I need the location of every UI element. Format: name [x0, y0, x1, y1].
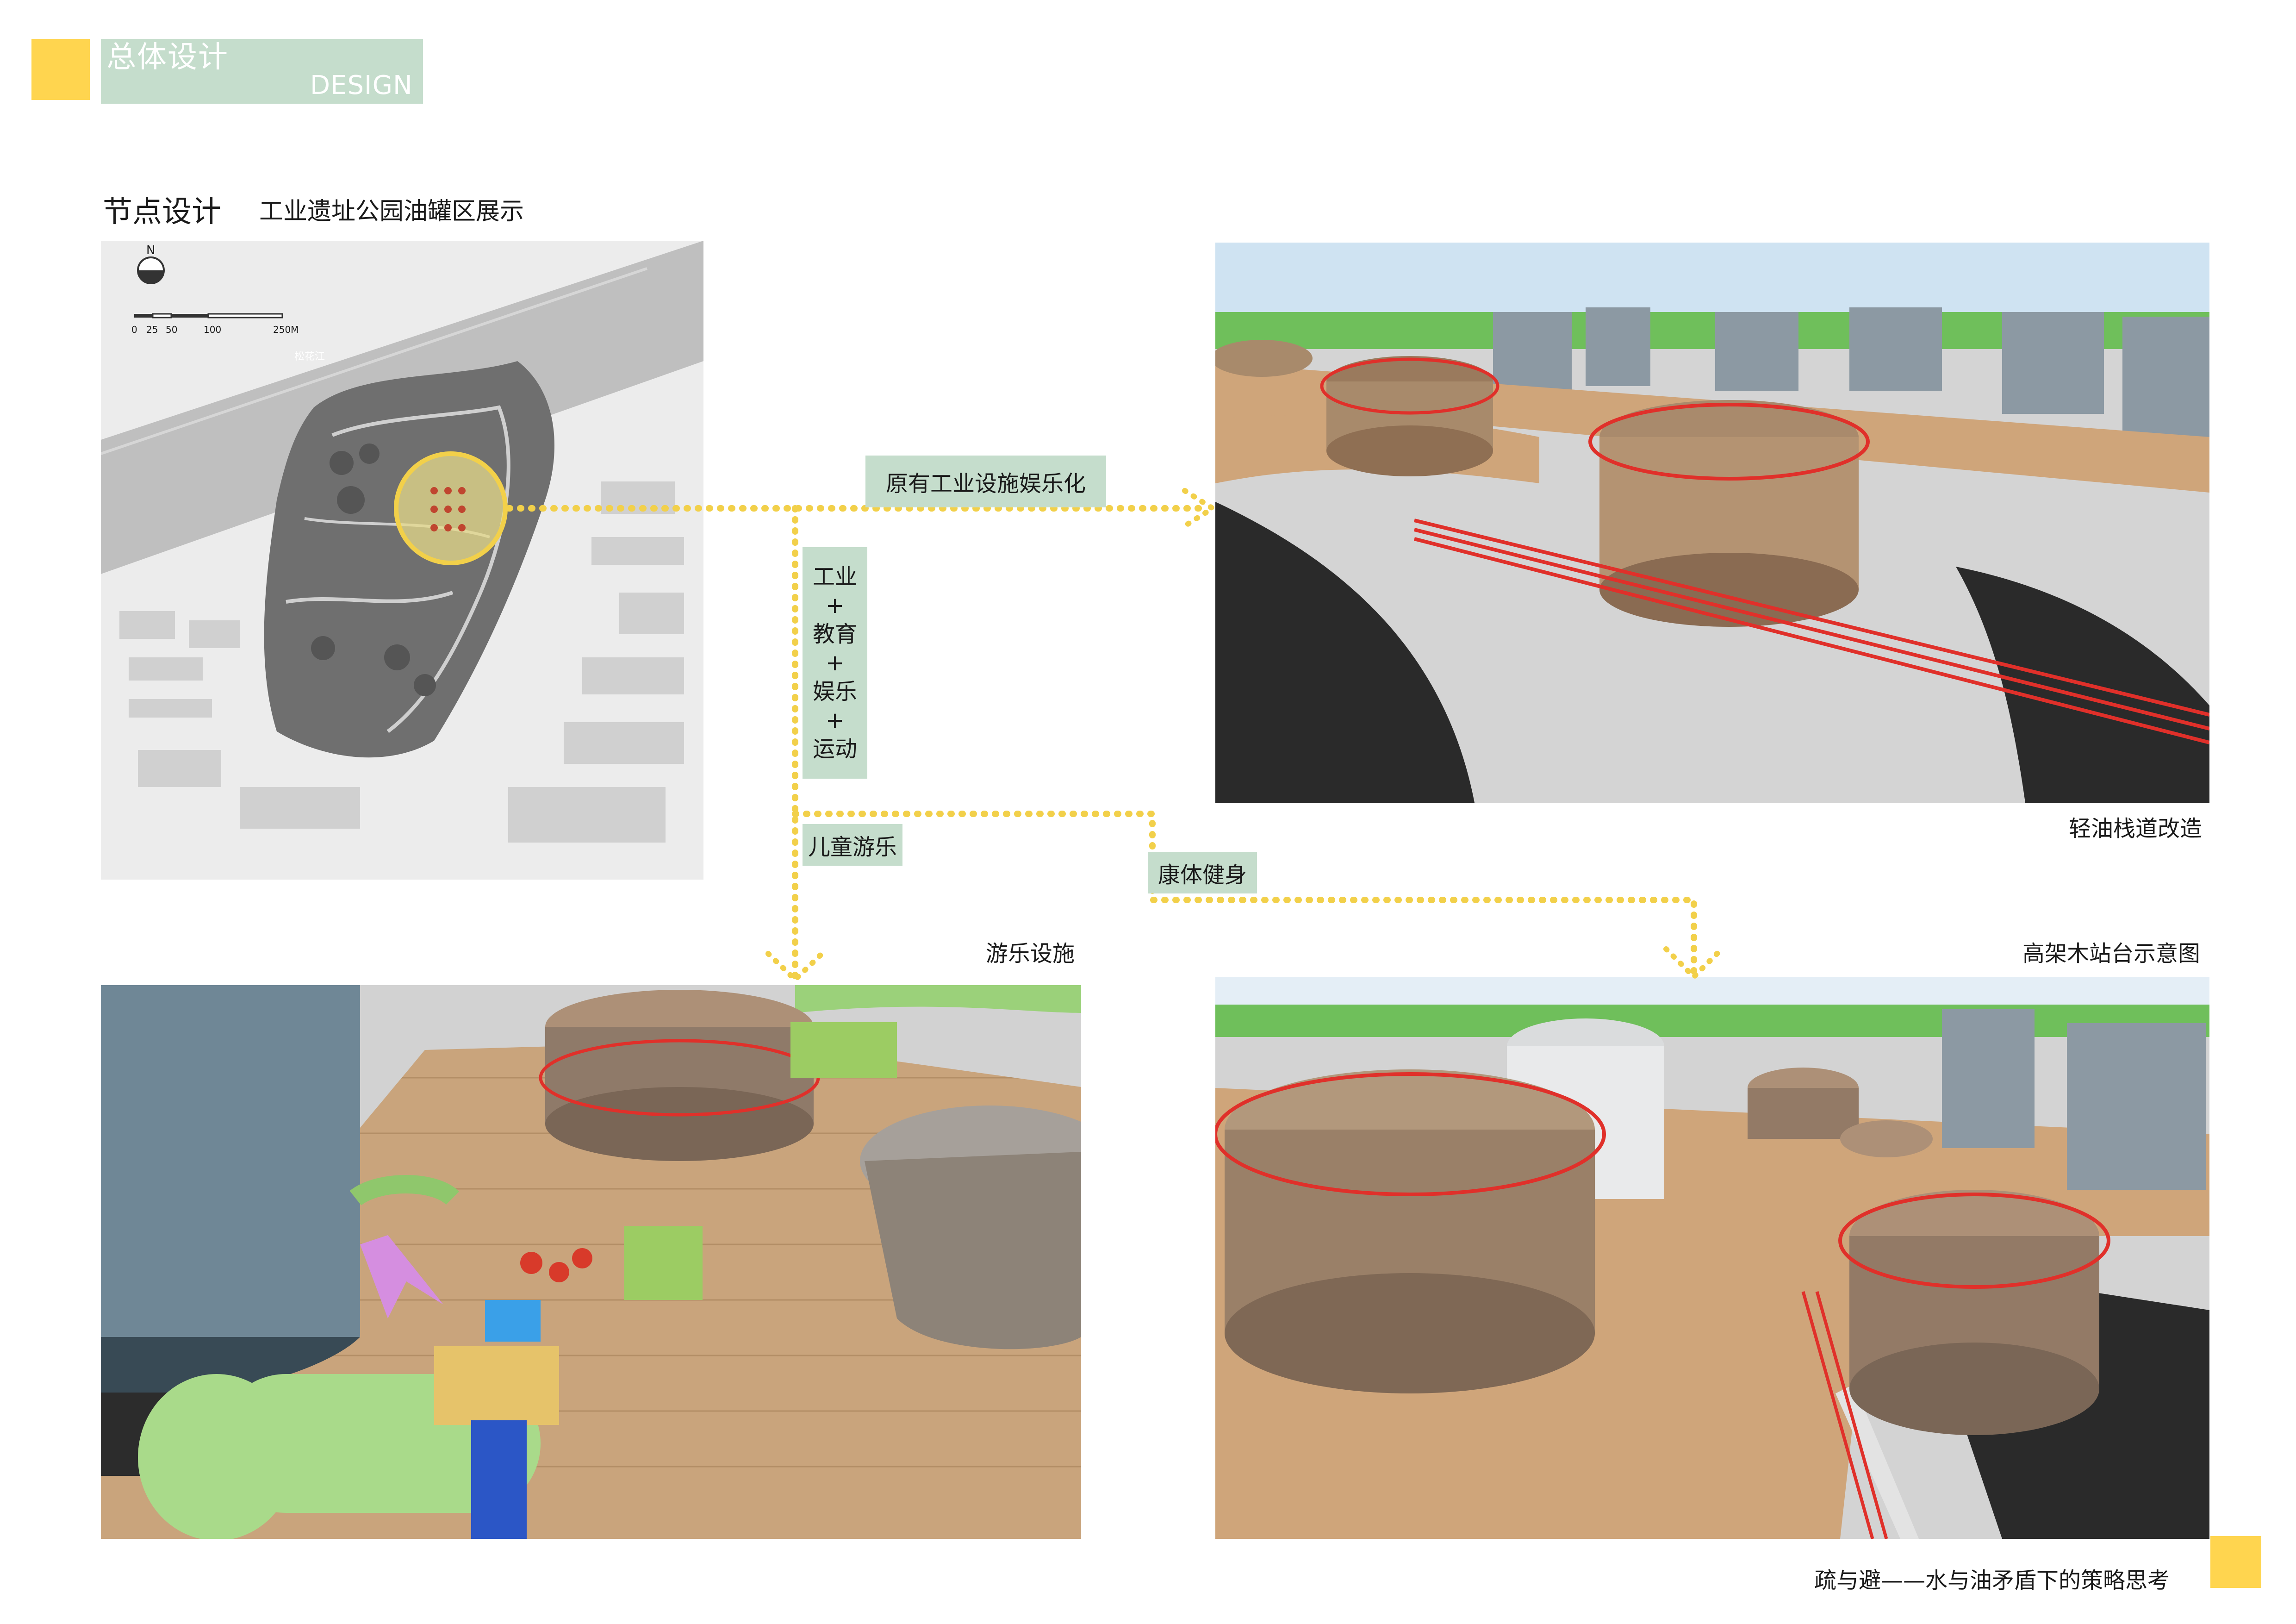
- footer-accent-square: [2210, 1536, 2261, 1588]
- tag-combo-plus-1: +: [825, 593, 845, 618]
- header-title: 总体设计: [106, 40, 229, 75]
- tag-combo-plus-3: +: [825, 707, 845, 733]
- render-light-oil-walkway: [1215, 243, 2209, 803]
- caption-playground: 游乐设施: [986, 941, 1075, 967]
- tag-combo: 工业 + 教育 + 娱乐 + 运动: [803, 547, 867, 779]
- tag-combo-education: 教育: [812, 621, 857, 647]
- section-subtitle: 工业遗址公园油罐区展示: [259, 198, 524, 225]
- scale-tick-100: 100: [204, 324, 222, 335]
- tag-children: 儿童游乐: [803, 824, 902, 866]
- tag-combo-industry: 工业: [812, 564, 857, 590]
- tag-fitness: 康体健身: [1148, 852, 1257, 893]
- scale-tick-0: 0: [131, 324, 137, 335]
- scale-tick-250: 250M: [273, 324, 299, 335]
- tag-combo-entertainment: 娱乐: [812, 679, 857, 705]
- caption-light-oil: 轻油栈道改造: [2069, 816, 2203, 842]
- footer-text: 疏与避——水与油矛盾下的策略思考: [1814, 1568, 2170, 1593]
- render-playground: [101, 985, 1081, 1539]
- north-label: N: [146, 244, 156, 257]
- tag-combo-sports: 运动: [812, 736, 857, 762]
- tag-industrial-entertainment: 原有工业设施娱乐化: [865, 456, 1106, 507]
- header-band: [101, 39, 423, 104]
- tag-combo-plus-2: +: [825, 650, 845, 676]
- site-map: N 0 25 50 100 250M 松花江: [101, 241, 703, 880]
- caption-elevated: 高架木站台示意图: [2022, 941, 2201, 967]
- section-title: 节点设计: [103, 195, 221, 229]
- north-arrow-icon: [137, 256, 165, 284]
- scale-bar-icon: [134, 313, 283, 319]
- header-subtitle-en: DESIGN: [310, 70, 413, 100]
- river-label: 松花江: [294, 351, 325, 362]
- render-elevated-platform: [1215, 977, 2209, 1539]
- header-accent-square: [31, 39, 90, 100]
- scale-tick-50: 50: [166, 324, 178, 335]
- scale-tick-25: 25: [146, 324, 158, 335]
